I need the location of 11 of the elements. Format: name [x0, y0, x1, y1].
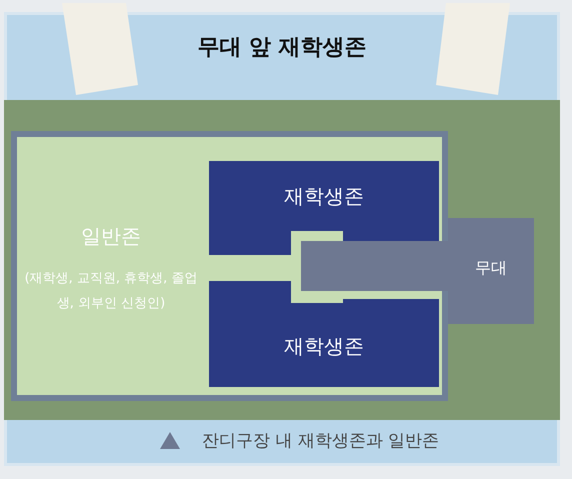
student-zone-area	[209, 281, 439, 387]
zone-label: 재학생존	[283, 183, 365, 210]
stage-label: 무대	[474, 258, 508, 279]
zone-title: 무대 앞 재학생존	[196, 34, 368, 62]
zone-label: 재학생존	[283, 333, 365, 360]
general-zone-area	[11, 131, 448, 401]
zone-note: (재학생, 교직원, 휴학생, 졸업생, 외부인 신청인)	[24, 270, 198, 313]
caption: 잔디구장 내 재학생존과 일반존	[202, 430, 440, 452]
zone-label: 일반존	[80, 223, 142, 250]
stage-platform	[301, 218, 534, 324]
student-zone-area	[209, 161, 439, 255]
